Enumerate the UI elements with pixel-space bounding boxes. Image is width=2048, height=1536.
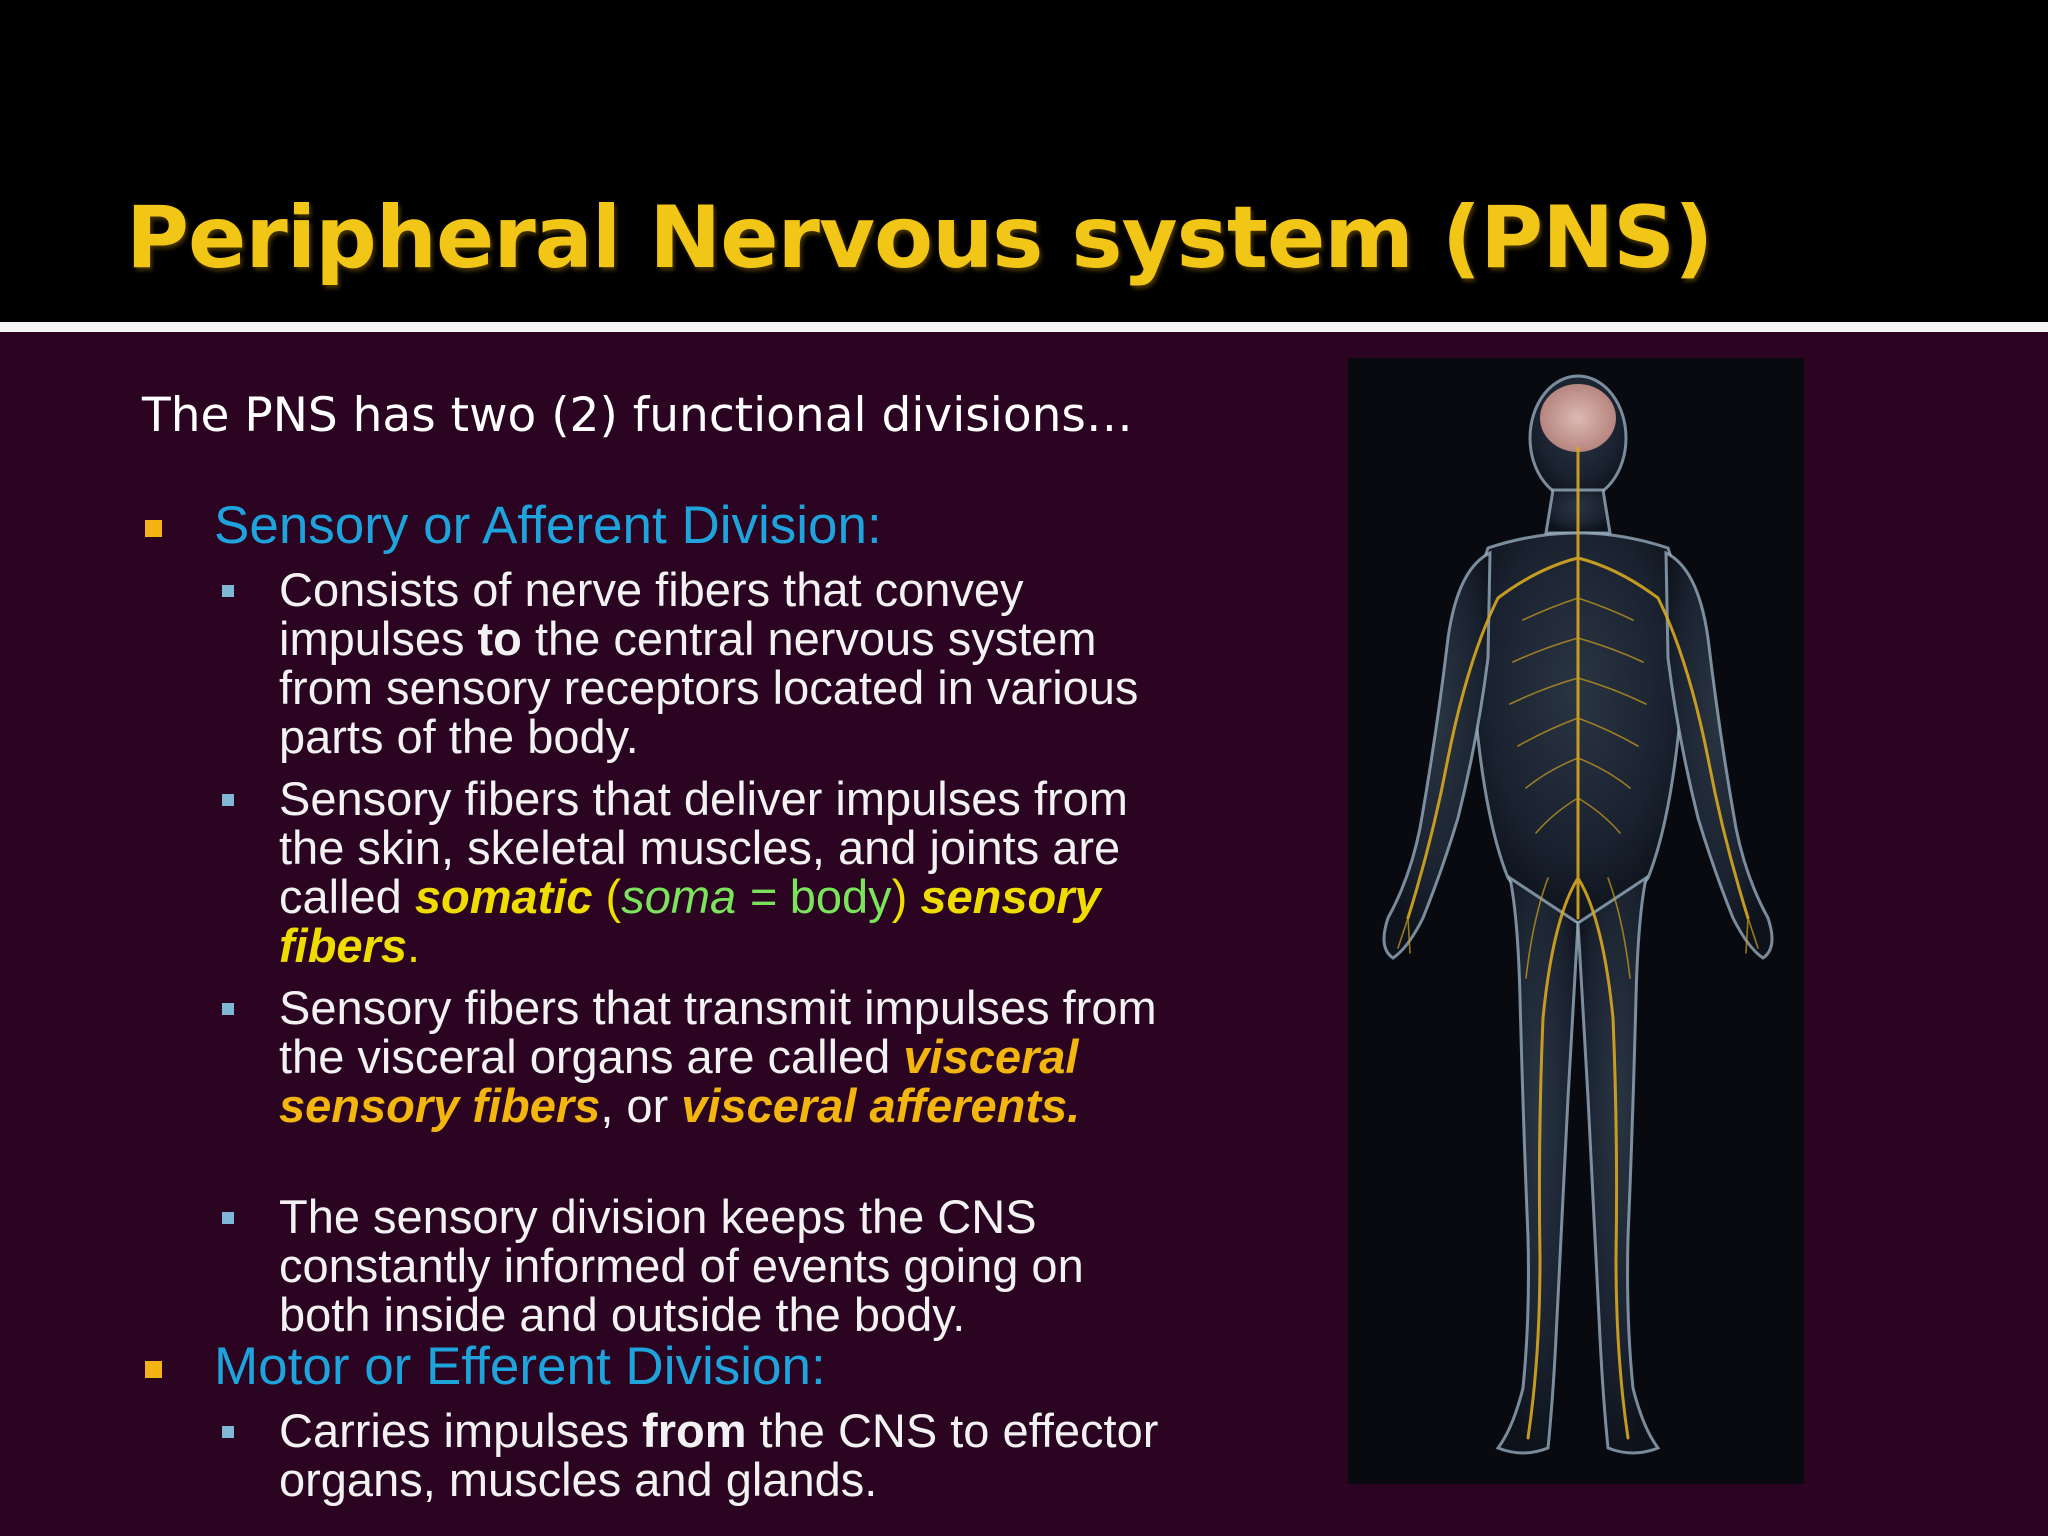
motor-division-heading: Motor or Efferent Division: <box>214 1337 826 1396</box>
bullet-square-icon <box>222 585 234 597</box>
sensory-point-1: Consists of nerve fibers that convey imp… <box>279 563 1139 763</box>
bullet-square-icon <box>222 794 234 806</box>
header-divider <box>0 322 2048 332</box>
sensory-point-3: Sensory fibers that transmit impulses fr… <box>279 981 1157 1132</box>
human-body-nerves-image <box>1382 374 1774 1455</box>
nervous-system-illustration <box>1348 358 1804 1484</box>
bullet-square-icon <box>222 1426 234 1438</box>
slide-title: Peripheral Nervous system (PNS) <box>126 188 1713 288</box>
bullet-square-icon <box>222 1212 234 1224</box>
sensory-point-4: The sensory division keeps the CNS const… <box>279 1190 1084 1341</box>
bullet-square-icon <box>145 520 162 537</box>
sensory-point-2: Sensory fibers that deliver impulses fro… <box>279 772 1128 972</box>
bullet-square-icon <box>145 1361 162 1378</box>
sensory-division-heading: Sensory or Afferent Division: <box>214 496 882 555</box>
slide-header <box>0 0 2048 322</box>
bullet-square-icon <box>222 1003 234 1015</box>
motor-point-1: Carries impulses from the CNS to effecto… <box>279 1404 1159 1506</box>
intro-text: The PNS has two (2) functional divisions… <box>142 388 1133 443</box>
